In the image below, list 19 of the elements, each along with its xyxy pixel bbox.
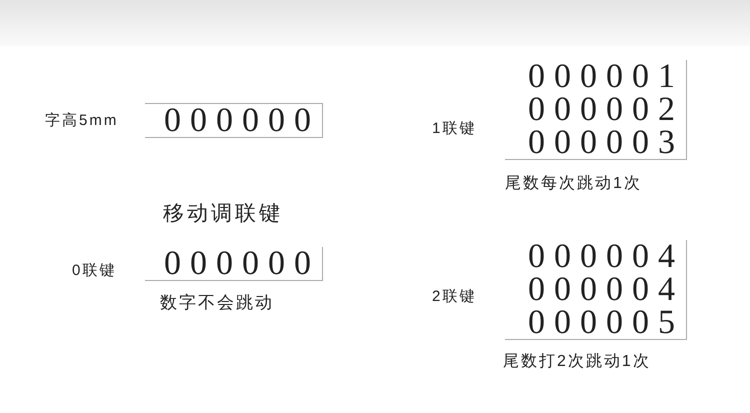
counter-number: 000002 (528, 93, 684, 126)
counter-display (505, 240, 687, 340)
counter-number: 000004 (528, 240, 684, 273)
counter-number: 000001 (528, 60, 684, 93)
node-label: 数字不会跳动 (160, 292, 274, 314)
counter-number: 000005 (528, 306, 684, 339)
node-label: 尾数打2次跳动1次 (503, 352, 651, 372)
section-heading: 移动调联键 (163, 201, 283, 227)
node-label: 1联键 (432, 119, 476, 139)
node-label: 0联键 (72, 261, 116, 281)
counter-display (145, 103, 323, 138)
counter-display (505, 60, 687, 160)
node-label: 字高5mm (45, 111, 118, 131)
counter-number: 000004 (528, 273, 684, 306)
node-label: 2联键 (432, 287, 476, 307)
counter-number: 000000 (164, 247, 320, 280)
counter-number: 000000 (164, 104, 320, 137)
node-label: 尾数每次跳动1次 (505, 174, 642, 194)
counter-number: 000003 (528, 126, 684, 159)
